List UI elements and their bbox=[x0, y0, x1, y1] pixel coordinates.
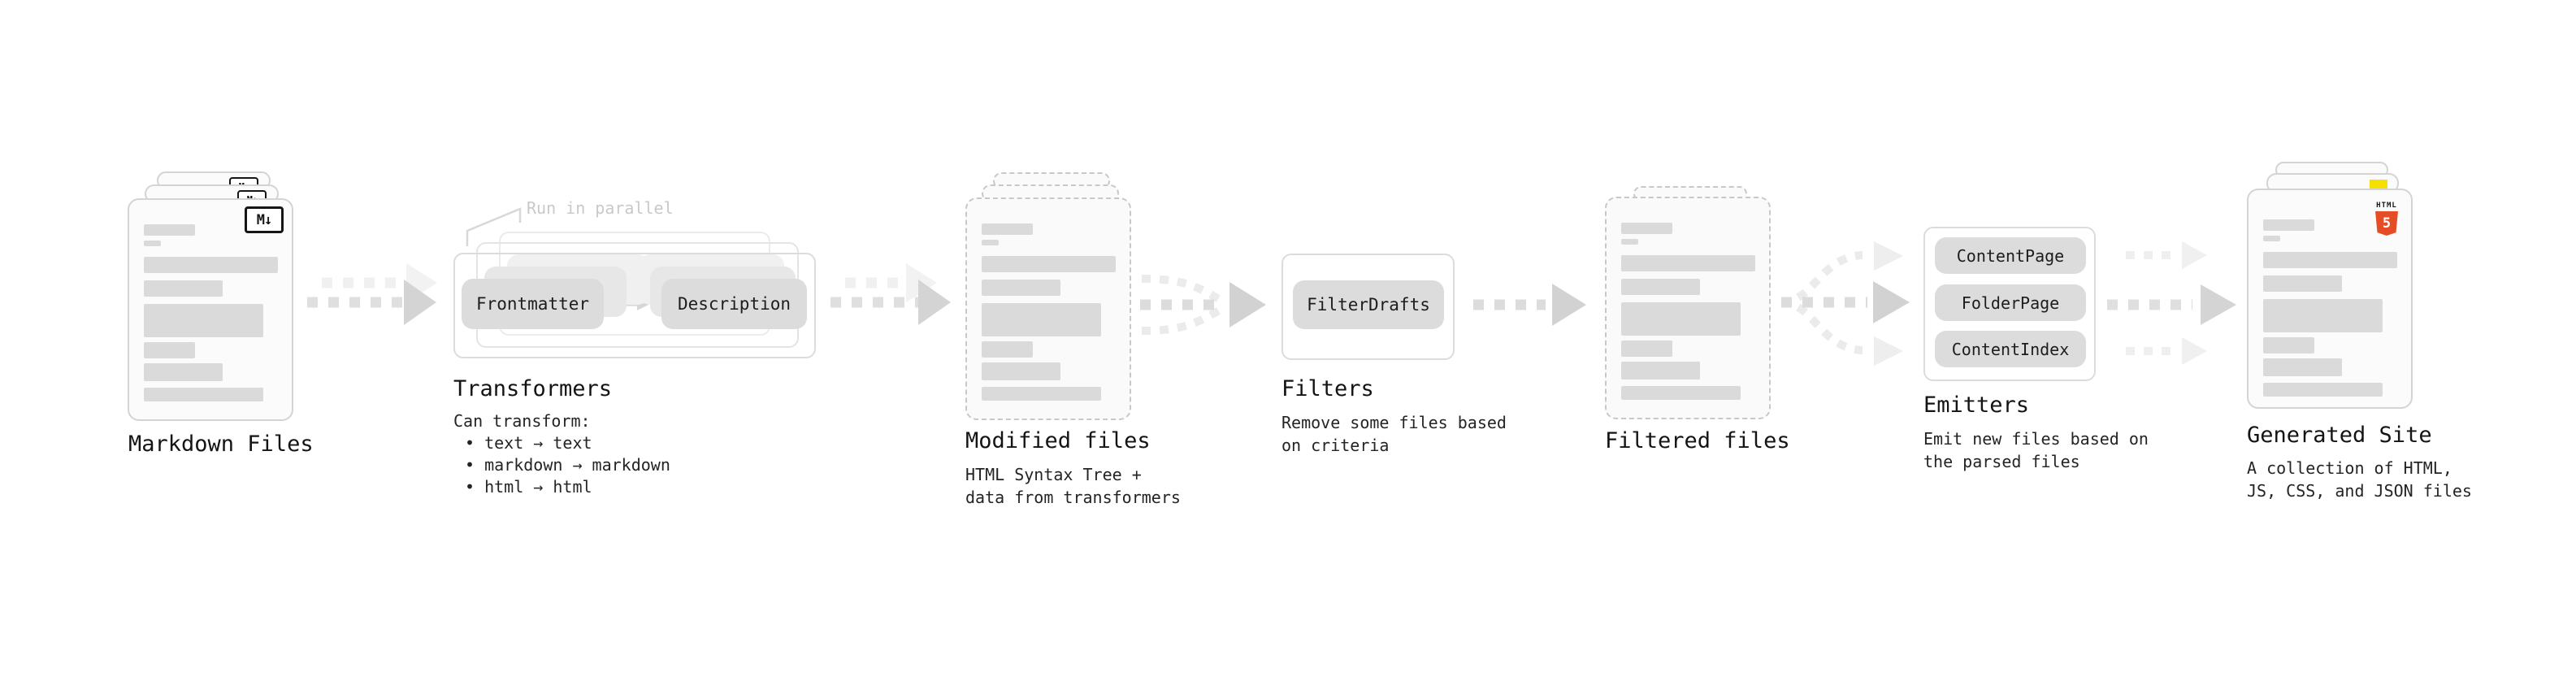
text-line-bar bbox=[144, 363, 223, 381]
text-line-bar bbox=[982, 362, 1060, 380]
text-line-bar bbox=[1621, 279, 1700, 295]
text-line-bar bbox=[982, 387, 1101, 401]
markdown-files-label: Markdown Files bbox=[128, 432, 314, 457]
transformers-bullet-2: • markdown → markdown bbox=[465, 455, 670, 475]
transformers-bullet-1: • text → text bbox=[465, 433, 592, 453]
file-content-placeholder bbox=[982, 223, 1116, 401]
modified-file-card bbox=[965, 197, 1131, 420]
file-content-placeholder bbox=[1621, 223, 1755, 400]
markdown-file-card: M↓ bbox=[128, 198, 293, 421]
filterdrafts-plugin: FilterDrafts bbox=[1293, 280, 1444, 329]
run-in-parallel-leader-line bbox=[466, 207, 522, 246]
frontmatter-plugin: Frontmatter bbox=[462, 279, 604, 329]
text-line-bar bbox=[144, 257, 278, 273]
filters-caption: Remove some files based on criteria bbox=[1281, 413, 1507, 455]
filtered-file-card bbox=[1605, 197, 1771, 419]
text-line-bar bbox=[982, 256, 1116, 272]
file-content-placeholder bbox=[2263, 219, 2397, 397]
filtered-files-label: Filtered files bbox=[1605, 428, 1790, 453]
text-line-bar bbox=[982, 280, 1060, 296]
text-line-bar bbox=[2263, 299, 2383, 332]
filters-box bbox=[1281, 254, 1455, 360]
folderpage-plugin: FolderPage bbox=[1935, 284, 2086, 321]
text-line-bar bbox=[144, 342, 195, 358]
markdown-icon: M↓ bbox=[245, 206, 284, 233]
text-line-bar bbox=[2263, 337, 2314, 354]
text-line-bar bbox=[2263, 275, 2342, 292]
description-plugin: Description bbox=[661, 279, 807, 329]
site-file-html: HTML 5 bbox=[2247, 189, 2413, 409]
text-line-bar bbox=[1621, 239, 1638, 245]
emitters-box bbox=[1923, 227, 2096, 381]
text-line-bar bbox=[1621, 302, 1741, 336]
text-line-bar bbox=[1621, 362, 1700, 380]
text-line-bar bbox=[2263, 236, 2280, 241]
generated-site-caption: A collection of HTML, JS, CSS, and JSON … bbox=[2247, 458, 2472, 501]
text-line-bar bbox=[2263, 252, 2397, 268]
text-line-bar bbox=[2263, 383, 2383, 397]
text-line-bar bbox=[2263, 358, 2342, 376]
text-line-bar bbox=[982, 303, 1101, 336]
js-icon bbox=[2370, 180, 2387, 189]
text-line-bar bbox=[1621, 386, 1741, 400]
text-line-bar bbox=[144, 224, 195, 236]
arrow-emitters-to-site bbox=[2107, 241, 2236, 365]
transformer-box bbox=[453, 253, 816, 358]
arrow-filtered-to-emitters-fanout bbox=[1780, 241, 1910, 366]
text-line-bar bbox=[144, 304, 263, 337]
modified-files-caption: HTML Syntax Tree + data from transformer… bbox=[965, 465, 1181, 507]
arrow-markdown-to-transformers bbox=[307, 263, 437, 325]
text-line-bar bbox=[982, 240, 999, 245]
arrow-modified-to-filters-fanin bbox=[1140, 275, 1266, 335]
text-line-bar bbox=[982, 341, 1033, 358]
html5-icon: HTML 5 bbox=[2370, 195, 2403, 236]
modified-files-label: Modified files bbox=[965, 428, 1151, 453]
arrow-filters-to-filtered bbox=[1473, 284, 1586, 326]
text-line-bar bbox=[2263, 219, 2314, 231]
text-line-bar bbox=[144, 388, 263, 401]
generated-site-label: Generated Site bbox=[2247, 423, 2432, 448]
text-line-bar bbox=[1621, 255, 1755, 271]
transformers-caption-title: Can transform: bbox=[453, 411, 591, 431]
transformers-label: Transformers bbox=[453, 376, 613, 401]
transformers-bullet-3: • html → html bbox=[465, 477, 592, 497]
contentpage-plugin: ContentPage bbox=[1935, 237, 2086, 274]
text-line-bar bbox=[144, 280, 223, 297]
emitters-label: Emitters bbox=[1923, 393, 2030, 418]
run-in-parallel-annotation: Run in parallel bbox=[527, 198, 674, 218]
contentindex-plugin: ContentIndex bbox=[1935, 331, 2086, 367]
emitters-caption: Emit new files based on the parsed files bbox=[1923, 429, 2149, 471]
arrow-transformers-to-modified bbox=[830, 263, 951, 325]
file-content-placeholder bbox=[144, 224, 278, 401]
text-line-bar bbox=[144, 241, 161, 246]
text-line-bar bbox=[1621, 223, 1672, 234]
text-line-bar bbox=[982, 223, 1033, 235]
filters-label: Filters bbox=[1281, 376, 1374, 401]
text-line-bar bbox=[1621, 340, 1672, 357]
